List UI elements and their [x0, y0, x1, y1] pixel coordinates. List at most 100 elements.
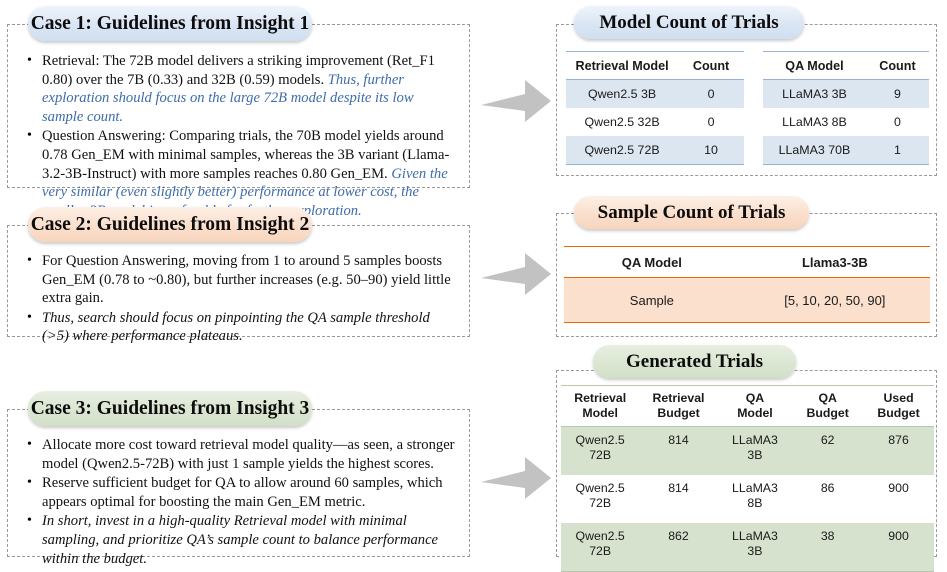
table-row: Qwen2.5 72B 10 — [566, 136, 744, 165]
generated-trials-table: Retrieval Model Retrieval Budget QA Mode… — [561, 385, 934, 572]
model-count-left-table-wrap: Retrieval Model Count Qwen2.5 3B 0 Qwen2… — [566, 51, 744, 165]
table-row: Sample [5, 10, 20, 50, 90] — [564, 277, 930, 323]
column-header-qa-model: QA Model — [564, 246, 740, 278]
bullet-dot-icon: • — [27, 253, 32, 268]
cell-qa-budget: 86 — [820, 481, 835, 495]
list-item: • Thus, search should focus on pinpointi… — [24, 309, 456, 346]
cell-model: Qwen2.5 3B — [566, 79, 679, 108]
case-3-title-pill: Case 3: Guidelines from Insight 3 — [28, 391, 312, 426]
table-row: Qwen2.5 72B 814 LLaMA3 8B 86 900 — [561, 475, 934, 523]
table-row: LLaMA3 8B 0 — [763, 108, 929, 136]
bullet-lead: Retrieval: The 72B model delivers a stri… — [42, 53, 435, 88]
table-header-row: QA Model Count — [763, 51, 929, 80]
column-header-used-budget: Used Budget — [863, 385, 934, 427]
cell-sample-label: Sample — [564, 277, 740, 323]
cell-qa-model: LLaMA3 3B — [717, 426, 793, 475]
column-header-count: Count — [865, 51, 929, 80]
bullet-dot-icon: • — [27, 128, 32, 144]
model-count-title-pill: Model Count of Trials — [574, 6, 804, 39]
case-1-title: Case 1: Guidelines from Insight 1 — [30, 12, 310, 34]
cell-model: LLaMA3 70B — [763, 136, 866, 165]
case-3-title: Case 3: Guidelines from Insight 3 — [30, 397, 310, 419]
column-header-qa-model: QA Model — [763, 51, 866, 80]
model-count-right-table: QA Model Count LLaMA3 3B 9 LLaMA3 8B 0 L… — [763, 51, 929, 165]
sample-count-title: Sample Count of Trials — [597, 201, 786, 223]
cell-count: 10 — [678, 136, 744, 165]
cell-model: LLaMA3 3B — [763, 79, 866, 108]
bullet-dot-icon: • — [27, 513, 32, 529]
column-header-qa-model: QA Model — [717, 385, 793, 427]
case-1-panel — [7, 24, 470, 188]
table-row: LLaMA3 70B 1 — [763, 136, 929, 165]
cell-count: 0 — [707, 115, 715, 129]
bullet-emphasis: In short, invest in a high-quality Retri… — [42, 513, 439, 567]
generated-trials-title: Generated Trials — [625, 350, 764, 372]
cell-count: 0 — [894, 115, 901, 129]
bullet-lead: Reserve sufficient budget for QA to allo… — [42, 475, 443, 510]
column-header-llama3-3b: Llama3-3B — [739, 246, 930, 278]
table-row: LLaMA3 3B 9 — [763, 79, 929, 108]
cell-retrieval-budget: 814 — [668, 481, 689, 495]
table-row: Qwen2.5 32B 0 — [566, 108, 744, 136]
bullet-dot-icon: • — [27, 437, 32, 452]
bullet-lead: For Question Answering, moving from 1 to… — [42, 253, 451, 307]
bullet-text: Reserve sufficient budget for QA to allo… — [42, 474, 464, 511]
generated-trials-title-pill: Generated Trials — [593, 345, 796, 378]
cell-count: 9 — [865, 79, 929, 108]
arrow-case2-to-sample-count — [481, 248, 551, 300]
cell-model: Qwen2.5 32B — [584, 115, 660, 129]
table-row: Qwen2.5 3B 0 — [566, 79, 744, 108]
cell-count: 0 — [678, 79, 744, 108]
column-header-count: Count — [678, 51, 744, 80]
column-header-qa-budget: QA Budget — [792, 385, 864, 427]
cell-model: LLaMA3 8B — [782, 115, 847, 129]
column-header-retrieval-model: Retrieval Model — [566, 51, 679, 80]
bullet-dot-icon: • — [27, 53, 32, 68]
cell-used-budget: 876 — [863, 426, 934, 475]
case-2-bullets: • For Question Answering, moving from 1 … — [24, 252, 456, 347]
table-header-row: Retrieval Model Retrieval Budget QA Mode… — [561, 385, 934, 427]
column-header-retrieval-model: Retrieval Model — [561, 385, 640, 427]
table-row: Qwen2.5 72B 862 LLaMA3 3B 38 900 — [561, 523, 934, 572]
cell-used-budget: 900 — [863, 523, 934, 572]
bullet-lead: Allocate more cost toward retrieval mode… — [42, 437, 455, 472]
table-header-row: QA Model Llama3-3B — [564, 246, 930, 278]
cell-count: 1 — [865, 136, 929, 165]
cell-model: Qwen2.5 72B — [566, 136, 679, 165]
model-count-right-table-wrap: QA Model Count LLaMA3 3B 9 LLaMA3 8B 0 L… — [763, 51, 929, 165]
model-count-left-table: Retrieval Model Count Qwen2.5 3B 0 Qwen2… — [566, 51, 744, 165]
bullet-text: For Question Answering, moving from 1 to… — [42, 252, 456, 308]
cell-qa-model: LLaMA3 3B — [717, 523, 793, 572]
case-1-title-pill: Case 1: Guidelines from Insight 1 — [28, 6, 312, 41]
cell-sample-values: [5, 10, 20, 50, 90] — [739, 277, 930, 323]
cell-qa-model: LLaMA3 8B — [732, 481, 778, 510]
arrow-case3-to-generated-trials — [481, 452, 551, 504]
cell-retrieval-model: Qwen2.5 72B — [561, 523, 640, 572]
sample-count-table: QA Model Llama3-3B Sample [5, 10, 20, 50… — [564, 246, 930, 323]
list-item: • Reserve sufficient budget for QA to al… — [24, 474, 464, 511]
cell-qa-budget: 38 — [792, 523, 864, 572]
cell-retrieval-model: Qwen2.5 72B — [561, 426, 640, 475]
list-item: • In short, invest in a high-quality Ret… — [24, 512, 464, 568]
cell-used-budget: 900 — [888, 481, 909, 495]
cell-retrieval-budget: 862 — [639, 523, 718, 572]
bullet-dot-icon: • — [27, 475, 32, 491]
case-1-bullets: • Retrieval: The 72B model delivers a st… — [24, 52, 456, 221]
bullet-lead: Question Answering: Comparing trials, th… — [42, 128, 450, 182]
cell-qa-budget: 62 — [792, 426, 864, 475]
list-item: • For Question Answering, moving from 1 … — [24, 252, 456, 308]
bullet-dot-icon: • — [27, 309, 32, 325]
cell-retrieval-model: Qwen2.5 72B — [575, 481, 625, 510]
table-header-row: Retrieval Model Count — [566, 51, 744, 80]
cell-retrieval-budget: 814 — [639, 426, 718, 475]
bullet-emphasis: Thus, search should focus on pinpointing… — [42, 309, 430, 345]
case-2-title-pill: Case 2: Guidelines from Insight 2 — [28, 207, 312, 242]
column-header-retrieval-budget: Retrieval Budget — [639, 385, 718, 427]
list-item: • Allocate more cost toward retrieval mo… — [24, 436, 464, 473]
arrow-case1-to-model-count — [481, 75, 551, 127]
sample-count-title-pill: Sample Count of Trials — [574, 196, 809, 229]
bullet-text: Allocate more cost toward retrieval mode… — [42, 436, 464, 473]
case-3-bullets: • Allocate more cost toward retrieval mo… — [24, 436, 464, 569]
table-row: Qwen2.5 72B 814 LLaMA3 3B 62 876 — [561, 426, 934, 475]
bullet-text: Retrieval: The 72B model delivers a stri… — [42, 52, 456, 126]
